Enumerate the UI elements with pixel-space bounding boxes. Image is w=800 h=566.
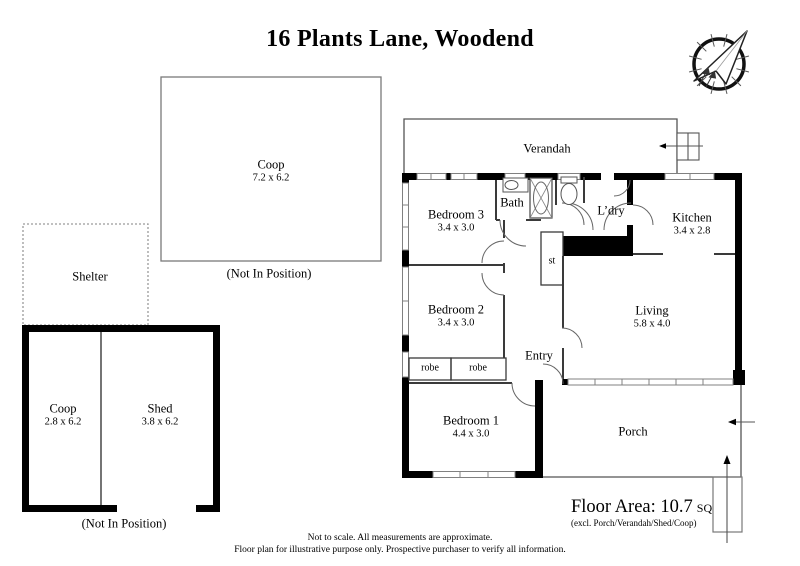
laundry-left-door-arc	[565, 202, 594, 231]
store-outline	[540, 231, 564, 286]
room-label-laundry: L’dry	[597, 203, 625, 218]
floor-area-unit: SQ	[696, 501, 713, 515]
front-door-arc	[542, 363, 564, 385]
window-grid-icon	[659, 132, 703, 161]
kitchen-door-arc	[632, 204, 654, 226]
laundry-right-door-arc	[603, 202, 632, 231]
floor-area-note: (excl. Porch/Verandah/Shed/Coop)	[571, 518, 697, 528]
porch-outline	[543, 385, 742, 478]
room-label-kitchen: Kitchen 3.4 x 2.8	[672, 210, 712, 237]
wc-door-arc	[561, 202, 585, 226]
coop-large-outline	[160, 76, 382, 262]
steps-icon	[712, 455, 743, 543]
room-label-store: st	[548, 255, 556, 267]
room-label-porch: Porch	[618, 424, 648, 439]
room-label-shelter: Shelter	[72, 269, 108, 284]
room-label-living: Living 5.8 x 4.0	[633, 303, 671, 330]
robes-and-store	[408, 231, 564, 381]
bedroom2-door-arc	[481, 272, 505, 296]
room-label-coop-small: Coop 2.8 x 6.2	[44, 401, 82, 428]
house-exterior-walls	[402, 173, 745, 478]
room-label-bedroom2: Bedroom 2 3.4 x 3.0	[428, 302, 484, 329]
shed-note: (Not In Position)	[81, 516, 167, 531]
floor-area: Floor Area: 10.7 SQ (excl. Porch/Veranda…	[571, 497, 712, 528]
bath-door-arc	[499, 219, 527, 247]
bedroom1-door-arc	[511, 382, 536, 407]
sink-icon	[502, 177, 529, 193]
room-label-entry: Entry	[525, 348, 553, 363]
floor-area-value: Floor Area: 10.7	[571, 497, 693, 517]
room-label-bath: Bath	[500, 195, 524, 210]
room-label-robe-right: robe	[469, 362, 487, 374]
room-label-coop-large: Coop 7.2 x 6.2	[252, 157, 290, 184]
interior-walls	[409, 177, 735, 384]
shed-walls	[22, 325, 220, 512]
page-title: 16 Plants Lane, Woodend	[266, 26, 534, 53]
compass-icon	[688, 30, 750, 95]
room-label-bedroom3: Bedroom 3 3.4 x 3.0	[428, 207, 484, 234]
room-label-robe-left: robe	[421, 362, 439, 374]
disclaimer-line2: Floor plan for illustrative purpose only…	[234, 544, 566, 555]
room-label-shed: Shed 3.8 x 6.2	[141, 401, 179, 428]
robe-right-outline	[450, 357, 507, 381]
room-label-bedroom1: Bedroom 1 4.4 x 3.0	[443, 413, 499, 440]
door-arcs	[481, 179, 654, 407]
shower-bath-icon	[529, 177, 553, 219]
toilet-icon	[560, 176, 578, 205]
porch-entry-arrow	[728, 418, 755, 426]
laundry-back-door-arc	[613, 179, 631, 197]
disclaimer-line1: Not to scale. All measurements are appro…	[307, 532, 493, 543]
room-label-verandah: Verandah	[523, 141, 571, 156]
coop-large-note: (Not In Position)	[226, 266, 312, 281]
living-door-arc	[561, 327, 583, 349]
bedroom3-door-arc	[481, 240, 505, 264]
